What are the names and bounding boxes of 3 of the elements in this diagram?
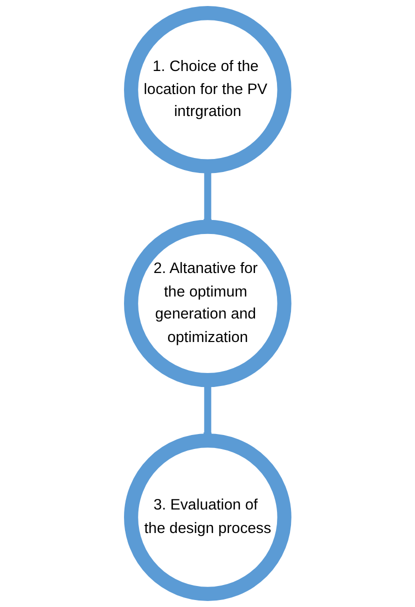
node-circle: 2. Altanative for the optimum generation and optimization (124, 220, 292, 388)
node-circle: 1. Choice of the location for the PV intrgration (124, 6, 292, 174)
node-circle: 3. Evaluation of the design process (124, 434, 292, 601)
